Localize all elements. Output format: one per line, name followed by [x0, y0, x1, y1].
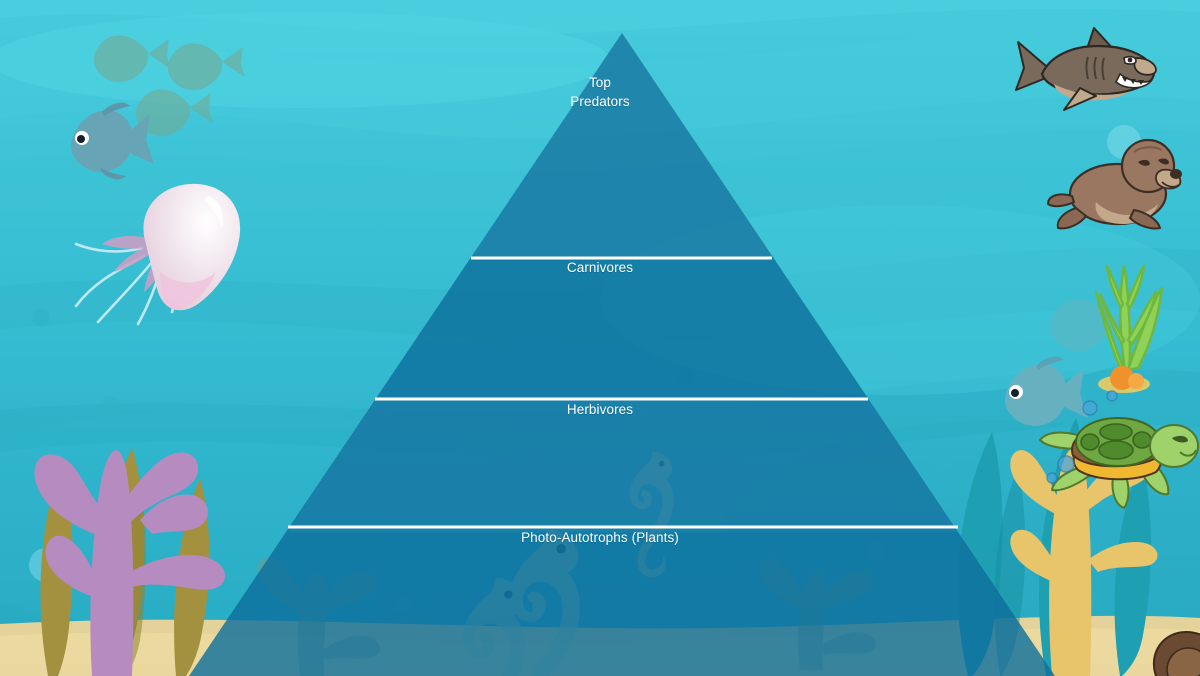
- seal-tail-flipper: [1046, 193, 1076, 208]
- fish-body: [1004, 364, 1067, 426]
- pyramid-body[interactable]: [189, 33, 1055, 676]
- seagrass-right: [1094, 264, 1164, 393]
- turtle-shell-scutes: [1080, 423, 1152, 460]
- trophic-pyramid[interactable]: [189, 33, 1055, 676]
- shark-gills: [1085, 56, 1105, 81]
- pyramid-tier-shade-herb: [288, 398, 958, 532]
- fish-school-silhouettes: [93, 35, 245, 137]
- seal-smile: [1161, 181, 1181, 188]
- blue-fish-right: [1004, 356, 1088, 426]
- seal-rear-flipper: [1056, 206, 1088, 230]
- jellyfish-highlight: [204, 196, 224, 228]
- pyramid-tier-shade-top: [472, 33, 772, 256]
- fish-fin-top: [1036, 356, 1064, 370]
- shark: [1015, 27, 1157, 111]
- fish-fin-top: [102, 102, 130, 116]
- seal-front-flipper: [1128, 208, 1162, 230]
- fish-tail: [1060, 368, 1088, 418]
- jellyfish: [74, 183, 241, 326]
- fish-eye-pupil: [77, 135, 85, 143]
- turtle-smile: [1179, 449, 1197, 457]
- seal-eye-right: [1158, 158, 1169, 165]
- shark-snout: [1133, 57, 1157, 76]
- seagrass-rock: [1110, 366, 1134, 390]
- turtle-bubbles: [1046, 390, 1118, 484]
- shark-pectoral-fin: [1063, 87, 1097, 111]
- fish-fin-bottom: [100, 168, 126, 180]
- jellyfish-bell-shadow: [160, 272, 216, 310]
- seal-brow: [1133, 146, 1163, 153]
- fish-eye-pupil: [1011, 389, 1019, 397]
- turtle-eye: [1172, 435, 1188, 443]
- blue-fish-left: [70, 102, 154, 180]
- fish-body: [70, 110, 133, 172]
- sea-turtle: [1039, 390, 1199, 509]
- seal-nose: [1170, 169, 1182, 179]
- turtle-head: [1149, 424, 1199, 468]
- seal-eye-left: [1138, 159, 1150, 166]
- coral-left: [34, 450, 226, 676]
- seal: [1046, 138, 1182, 230]
- fish-tail: [126, 114, 154, 164]
- shark-teeth: [1122, 77, 1144, 85]
- sea-shell: [1153, 630, 1200, 676]
